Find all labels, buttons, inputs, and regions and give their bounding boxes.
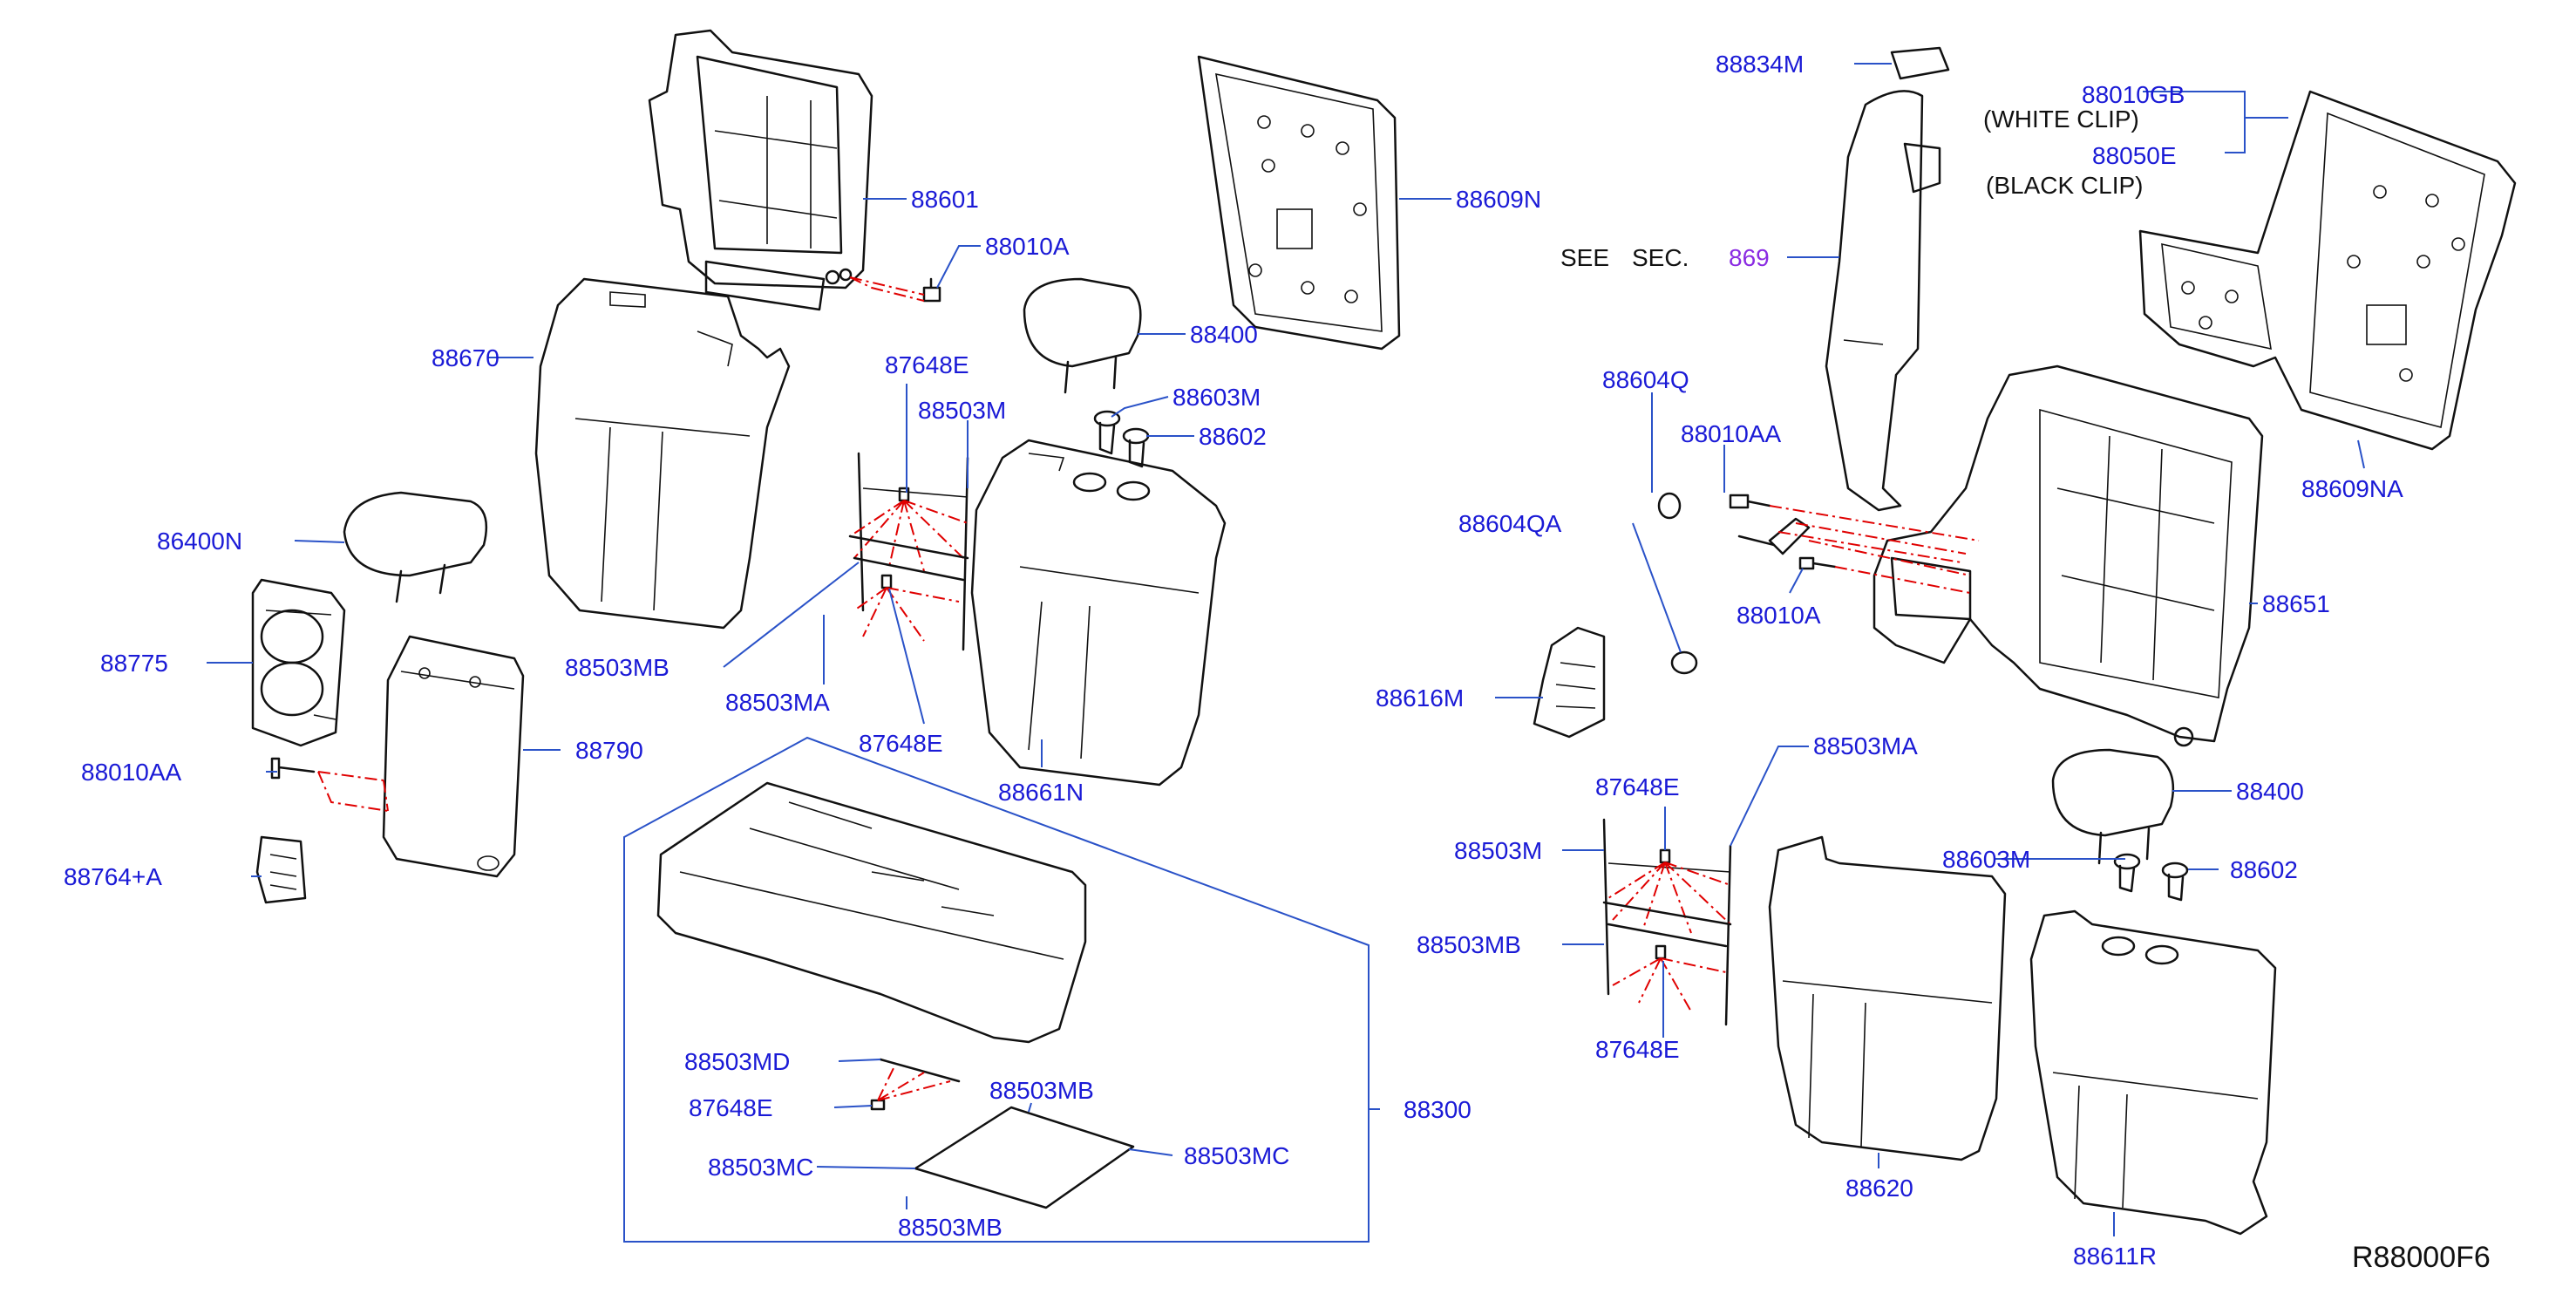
label-88300: 88300 (1404, 1096, 1472, 1123)
label-88503ma-left: 88503MA (725, 689, 830, 716)
back-board-right (2138, 90, 2517, 451)
wire-set-right (1602, 818, 1732, 1026)
label-88050e: 88050E (2092, 142, 2177, 169)
seat-back-frame-left (648, 29, 873, 311)
bolt-88010a-left (922, 277, 941, 303)
cup-holder-88775 (251, 578, 346, 747)
seat-back-trim-88661n (970, 439, 1227, 787)
label-88503mb-cushion-top: 88503MB (989, 1077, 1094, 1104)
label-88602-right: 88602 (2230, 856, 2298, 883)
headrest-88400-left (1023, 277, 1142, 394)
label-88010a-left: 88010A (985, 233, 1070, 260)
sec-text: SEC. (1632, 244, 1689, 271)
phantom-line-armrest (317, 771, 389, 812)
label-87648e-cushion: 87648E (689, 1094, 773, 1121)
label-88764a: 88764+A (64, 863, 162, 890)
diagram-code: R88000F6 (2352, 1241, 2491, 1274)
label-88503mc-cushion-right: 88503MC (1184, 1142, 1289, 1169)
seat-back-cushion-88620 (1768, 835, 2007, 1161)
label-88400-left: 88400 (1190, 321, 1258, 348)
label-88602-left: 88602 (1199, 423, 1267, 450)
see-text: SEE (1560, 244, 1609, 271)
bolt-88010a-right (1798, 556, 1837, 570)
seat-back-cushion-left (534, 277, 791, 630)
phantom-lines-wire-right (1607, 862, 1731, 1012)
label-88503mc-cushion-left: 88503MC (708, 1154, 813, 1181)
seat-back-trim-88611r (2029, 909, 2277, 1236)
plate-88503mb (914, 1106, 1135, 1209)
phantom-lines-wire-left (849, 500, 969, 642)
wire-set-left (857, 452, 969, 651)
clip-88603m-left (1093, 410, 1121, 455)
label-88503m-right: 88503M (1454, 837, 1542, 864)
label-88651: 88651 (2262, 590, 2330, 617)
label-88670: 88670 (432, 344, 500, 371)
note-black-clip: (BLACK CLIP) (1986, 172, 2144, 199)
label-88010a-right: 88010A (1737, 602, 1821, 629)
label-88603m-left: 88603M (1172, 384, 1261, 411)
cover-88616m (1533, 626, 1606, 739)
seat-cushion-group-88300 (623, 736, 1370, 1243)
bolt-88010aa-left (270, 757, 316, 780)
clip-87648e-cushion (870, 1099, 886, 1111)
wire-rods-right (1602, 901, 1732, 948)
label-88790: 88790 (575, 737, 643, 764)
wire-88503md (879, 1058, 961, 1083)
label-88616m: 88616M (1376, 684, 1464, 712)
label-88503md: 88503MD (684, 1048, 790, 1075)
label-88503mb-cushion-bottom: 88503MB (898, 1214, 1003, 1241)
label-88834m: 88834M (1716, 51, 1804, 78)
label-88010aa-left: 88010AA (81, 759, 182, 786)
label-88611r: 88611R (2073, 1243, 2157, 1270)
note-white-clip: (WHITE CLIP) (1983, 106, 2139, 133)
headrest-86400n (343, 491, 488, 603)
armrest-88790 (382, 635, 525, 878)
label-88503ma-right: 88503MA (1813, 732, 1918, 759)
cap-88604qa (1670, 650, 1698, 675)
label-88400-right: 88400 (2236, 778, 2304, 805)
wire-rods-left (848, 535, 969, 582)
bracket-88764a (255, 835, 307, 904)
bolt-88010aa-right (1729, 494, 1771, 509)
back-board-left (1197, 55, 1401, 351)
label-88604q: 88604Q (1602, 366, 1689, 393)
hinge-strap-88834m (1825, 46, 1950, 512)
label-88609n: 88609N (1456, 186, 1541, 213)
label-88503mb-right: 88503MB (1417, 931, 1521, 958)
bushing-88604q (1657, 492, 1682, 520)
label-88603m-right: 88603M (1942, 846, 2030, 873)
label-87648e-left-bottom: 87648E (859, 730, 943, 757)
clip-88602-right (2161, 862, 2189, 902)
phantom-lines-frame-right (1769, 505, 1980, 594)
label-88604qa: 88604QA (1458, 510, 1562, 537)
leader-lines (207, 63, 2365, 1236)
phantom-line-frame-bolt (849, 276, 925, 302)
label-88503mb-left: 88503MB (565, 654, 669, 681)
label-88661n: 88661N (998, 779, 1084, 806)
label-88775: 88775 (100, 650, 168, 677)
label-87648e-right-top: 87648E (1595, 773, 1680, 800)
label-88620: 88620 (1845, 1175, 1913, 1202)
label-88010gb: 88010GB (2082, 81, 2185, 108)
headrest-88400-right (2051, 748, 2175, 865)
seat-back-frame-right (1873, 364, 2264, 747)
phantom-lines-cushion (877, 1067, 951, 1101)
label-88601: 88601 (911, 186, 979, 213)
label-86400n: 86400N (157, 528, 242, 555)
label-88609na: 88609NA (2301, 475, 2403, 502)
clip-88603m-right (2113, 853, 2141, 893)
label-88503m-left: 88503M (918, 397, 1006, 424)
label-87648e-left-top: 87648E (885, 351, 969, 378)
bracket-link-right (1737, 517, 1811, 555)
label-87648e-right-bottom: 87648E (1595, 1036, 1680, 1063)
label-88010aa-right: 88010AA (1681, 420, 1782, 447)
section-link-869[interactable]: 869 (1729, 244, 1770, 271)
